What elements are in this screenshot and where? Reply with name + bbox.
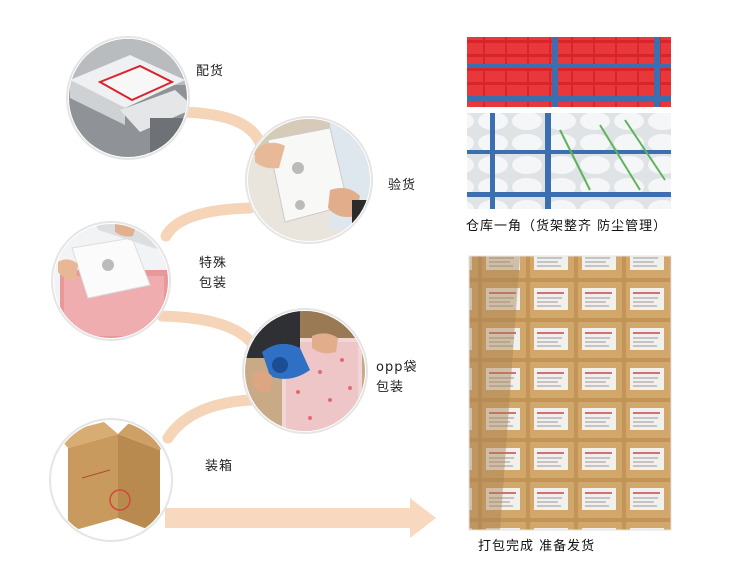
step-image-yanhuo — [245, 116, 373, 244]
step-label-peihuo: 配货 — [196, 64, 225, 79]
flow-band-2 — [160, 202, 256, 242]
step-label-yanhuo: 验货 — [388, 178, 417, 193]
step-image-zhuangxiang — [49, 418, 173, 542]
step-label-opp-baozhuang: opp袋 包装 — [376, 360, 418, 395]
flow-band-4 — [162, 394, 256, 444]
step-image-peihuo — [66, 36, 190, 160]
step-label-zhuangxiang: 装箱 — [205, 459, 234, 474]
flow-band-1 — [169, 106, 268, 156]
flow-band-3 — [156, 310, 260, 352]
warehouse-photo — [467, 37, 671, 209]
step-image-opp-baozhuang — [242, 308, 368, 434]
ready-to-ship-caption: 打包完成 准备发货 — [478, 539, 596, 554]
warehouse-caption: 仓库一角（货架整齐 防尘管理） — [466, 219, 668, 234]
shipping-arrow — [165, 498, 436, 538]
stacked-boxes-photo — [468, 255, 672, 531]
step-label-teshu-baozhuang: 特殊 包装 — [199, 256, 228, 291]
step-image-teshu-baozhuang — [51, 221, 171, 341]
